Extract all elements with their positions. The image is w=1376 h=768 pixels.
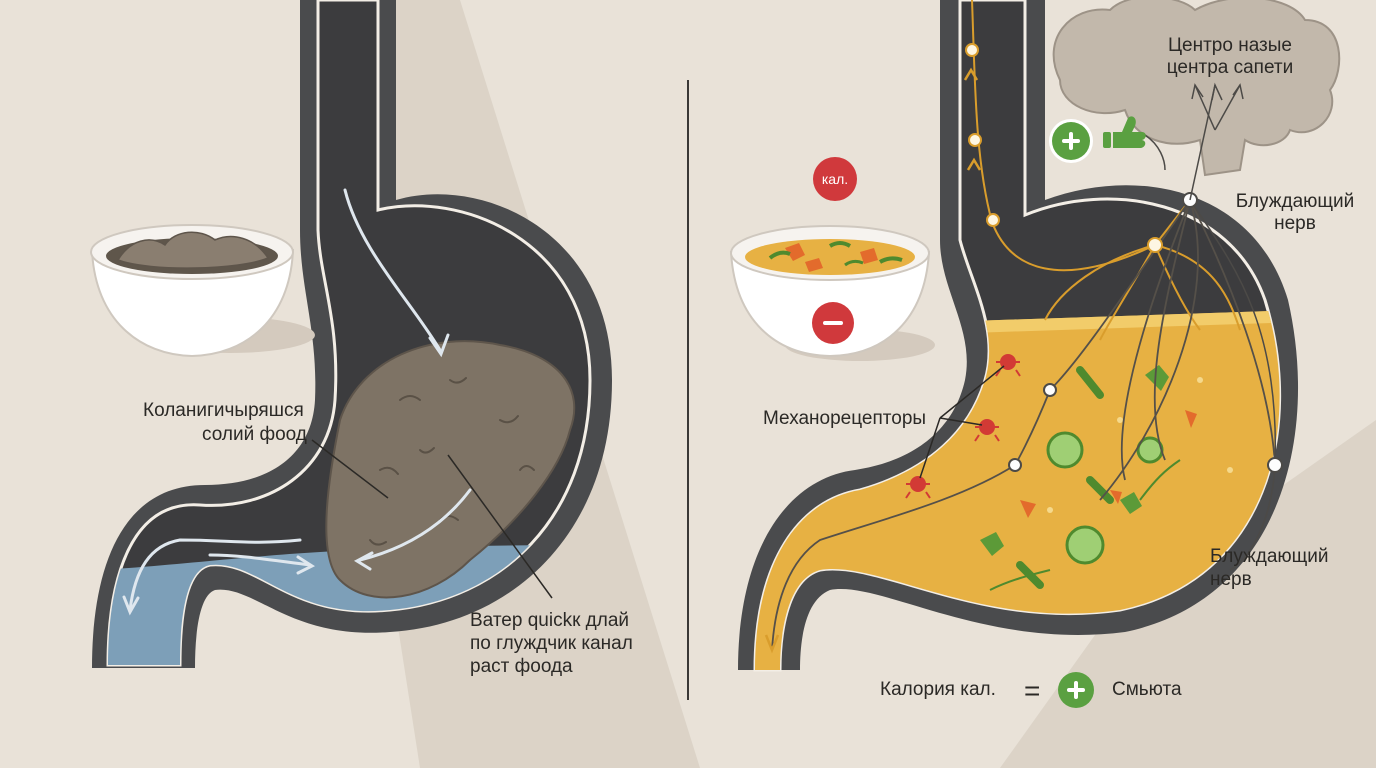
nerve-arrows xyxy=(764,67,982,654)
stomach-left xyxy=(92,0,612,668)
food-texture xyxy=(369,377,535,546)
label-solid-food-line-1: Коланигичыряшся xyxy=(143,400,304,421)
food-leader-line xyxy=(311,439,389,499)
equation-equals-sign: = xyxy=(1024,675,1041,706)
minus-icon xyxy=(812,302,854,344)
water-leader-line xyxy=(447,454,553,599)
label-water-line-3: раст фоода xyxy=(470,656,573,677)
equation-left: Калория кал. xyxy=(880,679,996,700)
sensor-nodes xyxy=(1008,192,1283,473)
label-vagus-top-line-2: нерв xyxy=(1274,213,1316,234)
vagus-path xyxy=(1189,199,1277,571)
label-water-line-1: Ватер quickк длай xyxy=(470,610,630,631)
receptor-leader-lines xyxy=(919,365,1005,479)
label-mechanoreceptors: Механорецепторы xyxy=(763,408,927,429)
label-brain-line-1: Центро назые xyxy=(1167,35,1292,56)
label-vagus-top-line-1: Блуждающий xyxy=(1235,191,1355,212)
solid-food-mass xyxy=(325,340,576,599)
label-vagus-bottom-line-2: нерв xyxy=(1210,569,1252,590)
label-solid-food-line-2: солий фоод xyxy=(202,424,307,445)
soup-vegetables xyxy=(980,365,1233,591)
brain-icon xyxy=(1052,0,1341,201)
equation-plus-icon xyxy=(1058,672,1094,708)
kcal-badge: кал. xyxy=(813,157,857,201)
bowl-solid-food-icon xyxy=(90,224,315,358)
label-brain-line-2: центра сапети xyxy=(1166,57,1294,78)
label-water-line-2: по глуждчик канал xyxy=(470,633,633,654)
thumbs-up-icon xyxy=(1103,116,1146,148)
flow-arrows xyxy=(122,188,472,616)
nerve-nodes xyxy=(965,43,1163,253)
mechanoreceptor-icons xyxy=(905,354,1021,499)
equation-right: Смьюта xyxy=(1112,679,1182,700)
plus-icon xyxy=(1052,122,1090,160)
label-vagus-bottom-line-1: Блуждающий xyxy=(1210,546,1329,567)
